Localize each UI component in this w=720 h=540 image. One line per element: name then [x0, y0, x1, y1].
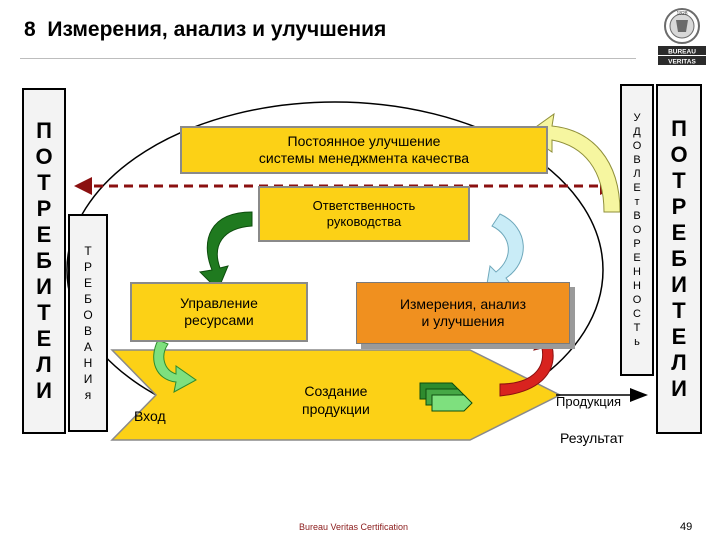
right-bar-letter: И — [671, 272, 687, 297]
right-bar-letter: О — [670, 142, 688, 167]
satisfaction-letter: Е — [633, 251, 641, 264]
input-label: Вход — [134, 408, 166, 424]
satisfaction-letter: У — [633, 111, 641, 124]
satisfaction-letter: В — [633, 153, 641, 166]
product-realization-arrow — [110, 349, 562, 441]
improvement-line-2: системы менеджмента качества — [258, 150, 470, 166]
result-label: Результат — [560, 430, 624, 446]
left-bar-letter: Б — [36, 248, 52, 273]
product-output-head — [630, 388, 648, 402]
satisfaction-letter: Д — [633, 125, 641, 138]
requirements-letter: Е — [83, 276, 92, 290]
satisfaction-letter: т — [634, 195, 640, 208]
right-bar-letter: И — [671, 376, 687, 401]
right-bar-letter: Л — [671, 350, 687, 375]
left-bar-letter: Р — [36, 196, 52, 221]
left-bar-letter: И — [36, 274, 52, 299]
right-bar-letter: П — [671, 116, 687, 141]
right-bar-letter: Р — [671, 194, 687, 219]
management-responsibility-box: Ответственность руководства — [258, 186, 470, 242]
title-divider — [20, 58, 636, 59]
left-bar-letter: О — [35, 144, 53, 169]
satisfaction-letter: О — [632, 223, 642, 236]
product-documents-icon — [419, 382, 473, 412]
requirements-letter: я — [84, 388, 92, 402]
satisfaction-letter: Р — [633, 237, 641, 250]
resources-line-1: Управление — [180, 294, 258, 311]
requirements-letter: Т — [84, 244, 92, 258]
svg-text:BUREAU: BUREAU — [668, 49, 696, 56]
svg-text:VERITAS: VERITAS — [668, 59, 696, 66]
responsibility-line-2: руководства — [326, 214, 402, 229]
left-bar-letter: Е — [36, 326, 52, 351]
left-bar-letter: Т — [37, 300, 51, 325]
bureau-veritas-logo: 1828 BUREAU VERITAS — [654, 6, 710, 66]
measurement-analysis-box: Измерения, анализ и улучшения — [356, 282, 570, 344]
requirements-letter: А — [83, 340, 92, 354]
slide-number: 8 — [24, 18, 36, 41]
customers-left-bar: П О Т Р Е Б И Т Е Л И — [22, 88, 66, 434]
requirements-bar: Т Р Е Б О В А Н И я — [68, 214, 108, 432]
resources-line-2: ресурсами — [184, 312, 254, 328]
product-realization-label: Создание продукции — [302, 382, 370, 418]
product-label: Продукция — [556, 394, 622, 409]
satisfaction-letter: Е — [633, 181, 641, 194]
satisfaction-letter: О — [632, 293, 642, 306]
left-bar-letter: Л — [36, 352, 52, 377]
measurement-line-2: и улучшения — [421, 313, 505, 329]
right-bar-letter: Т — [672, 298, 686, 323]
right-bar-letter: Е — [671, 220, 687, 245]
satisfaction-bar: У Д О В Л Е т В О Р Е Н Н О С Т ь — [620, 84, 654, 376]
creation-line-1: Создание — [304, 383, 368, 399]
resource-management-box: Управление ресурсами — [130, 282, 308, 342]
satisfaction-letter: Н — [633, 265, 641, 278]
left-bar-letter: И — [36, 378, 52, 403]
creation-line-2: продукции — [302, 401, 370, 418]
satisfaction-letter: Т — [633, 321, 641, 334]
customers-right-bar: П О Т Р Е Б И Т Е Л И — [656, 84, 702, 434]
page-number: 49 — [680, 521, 693, 533]
improvement-line-1: Постоянное улучшение — [287, 132, 441, 149]
requirements-letter: И — [83, 372, 93, 386]
satisfaction-letter: Н — [633, 279, 641, 292]
svg-text:1828: 1828 — [676, 11, 687, 17]
left-bar-letter: Е — [36, 222, 52, 247]
requirements-letter: Н — [83, 356, 93, 370]
right-bar-letter: Е — [671, 324, 687, 349]
requirements-letter: Б — [84, 292, 92, 306]
continual-improvement-box: Постоянное улучшение системы менеджмента… — [180, 126, 548, 174]
right-bar-letter: Б — [671, 246, 687, 271]
light-blue-curved-arrow — [485, 213, 524, 291]
left-bar-letter: Т — [37, 170, 51, 195]
left-bar-letter: П — [36, 118, 52, 143]
satisfaction-letter: С — [633, 307, 641, 320]
measurement-line-1: Измерения, анализ — [399, 295, 527, 312]
slide-title: 8 Измерения, анализ и улучшения — [24, 18, 386, 42]
requirements-letter: Р — [83, 260, 92, 274]
slide-title-text: Измерения, анализ и улучшения — [47, 18, 387, 41]
requirements-letter: В — [83, 324, 92, 338]
satisfaction-letter: Л — [633, 167, 641, 180]
satisfaction-letter: О — [632, 139, 642, 152]
satisfaction-letter: ь — [634, 335, 640, 348]
green-curved-arrow — [198, 211, 253, 291]
right-bar-letter: Т — [672, 168, 686, 193]
light-green-curved-arrow — [153, 339, 197, 393]
requirements-letter: О — [83, 308, 93, 322]
dashed-arrow-left-head — [74, 177, 92, 195]
footer-company: Bureau Veritas Certification — [299, 522, 409, 532]
responsibility-line-1: Ответственность — [312, 197, 416, 213]
satisfaction-letter: В — [633, 209, 641, 222]
